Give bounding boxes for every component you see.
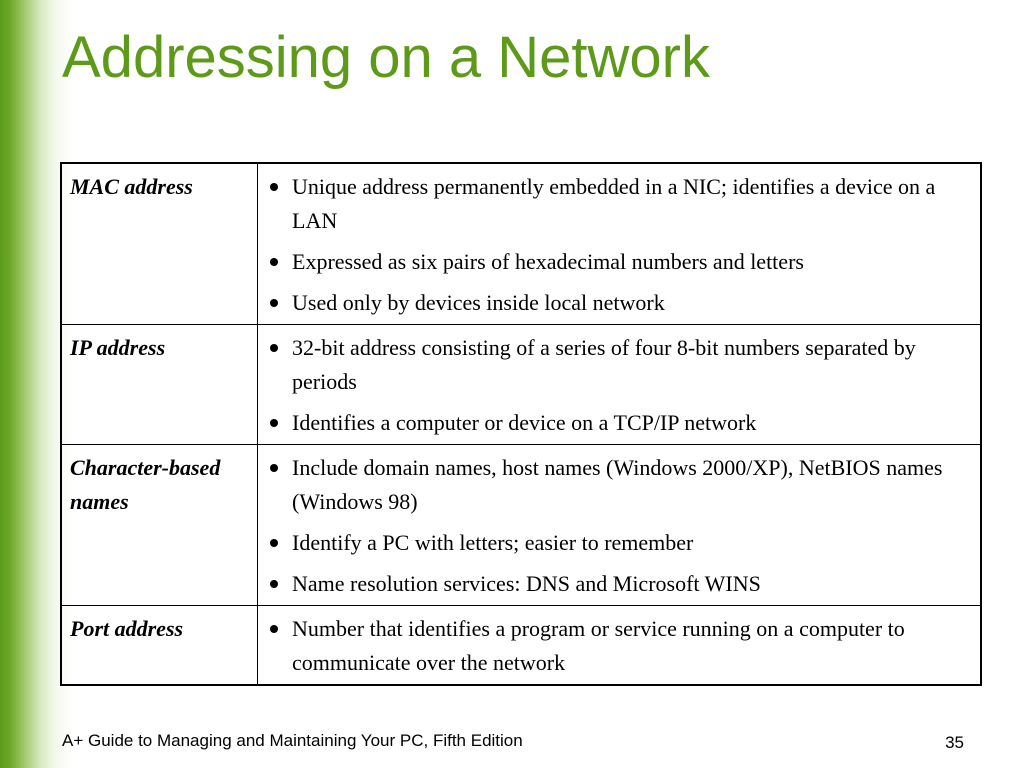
bullet-text: Used only by devices inside local networ… xyxy=(292,290,665,315)
addressing-table: MAC address Unique address permanently e… xyxy=(60,162,982,686)
bullet-text: Name resolution services: DNS and Micros… xyxy=(292,571,761,596)
bullet-dot-icon xyxy=(270,419,278,427)
bullet-item: 32-bit address consisting of a series of… xyxy=(268,331,972,399)
bullet-list: Number that identifies a program or serv… xyxy=(268,612,972,680)
bullet-item: Used only by devices inside local networ… xyxy=(268,286,972,320)
term-port-address: Port address xyxy=(60,605,258,686)
bullet-text: Include domain names, host names (Window… xyxy=(292,455,943,514)
bullet-dot-icon xyxy=(270,539,278,547)
bullet-item: Unique address permanently embedded in a… xyxy=(268,170,972,238)
bullet-item: Include domain names, host names (Window… xyxy=(268,451,972,519)
page-number: 35 xyxy=(945,733,964,752)
bullet-item: Expressed as six pairs of hexadecimal nu… xyxy=(268,245,972,279)
bullet-list: Unique address permanently embedded in a… xyxy=(268,170,972,320)
table-row: IP address 32-bit address consisting of … xyxy=(60,324,982,445)
bullet-text: 32-bit address consisting of a series of… xyxy=(292,335,916,394)
bullet-text: Identify a PC with letters; easier to re… xyxy=(292,530,694,555)
description-cell: Include domain names, host names (Window… xyxy=(257,444,982,606)
term-character-based-names: Character-based names xyxy=(60,444,258,606)
bullet-item: Name resolution services: DNS and Micros… xyxy=(268,567,972,601)
bullet-list: 32-bit address consisting of a series of… xyxy=(268,331,972,440)
bullet-dot-icon xyxy=(270,299,278,307)
table-body: MAC address Unique address permanently e… xyxy=(60,162,982,686)
term-mac-address: MAC address xyxy=(60,162,258,325)
bullet-dot-icon xyxy=(270,464,278,472)
bullet-list: Include domain names, host names (Window… xyxy=(268,451,972,601)
bullet-item: Identify a PC with letters; easier to re… xyxy=(268,526,972,560)
bullet-dot-icon xyxy=(270,344,278,352)
description-cell: Number that identifies a program or serv… xyxy=(257,605,982,686)
description-cell: 32-bit address consisting of a series of… xyxy=(257,324,982,445)
bullet-dot-icon xyxy=(270,625,278,633)
description-cell: Unique address permanently embedded in a… xyxy=(257,162,982,325)
bullet-text: Unique address permanently embedded in a… xyxy=(292,174,936,233)
slide-title: Addressing on a Network xyxy=(62,25,710,90)
bullet-item: Identifies a computer or device on a TCP… xyxy=(268,406,972,440)
table-row: MAC address Unique address permanently e… xyxy=(60,162,982,325)
bullet-dot-icon xyxy=(270,258,278,266)
bullet-dot-icon xyxy=(270,580,278,588)
table-row: Character-based names Include domain nam… xyxy=(60,444,982,606)
footer-book-title: A+ Guide to Managing and Maintaining You… xyxy=(62,731,523,750)
bullet-text: Identifies a computer or device on a TCP… xyxy=(292,410,757,435)
bullet-dot-icon xyxy=(270,183,278,191)
table-row: Port address Number that identifies a pr… xyxy=(60,605,982,686)
bullet-text: Number that identifies a program or serv… xyxy=(292,616,905,675)
bullet-text: Expressed as six pairs of hexadecimal nu… xyxy=(292,249,804,274)
bullet-item: Number that identifies a program or serv… xyxy=(268,612,972,680)
term-ip-address: IP address xyxy=(60,324,258,445)
